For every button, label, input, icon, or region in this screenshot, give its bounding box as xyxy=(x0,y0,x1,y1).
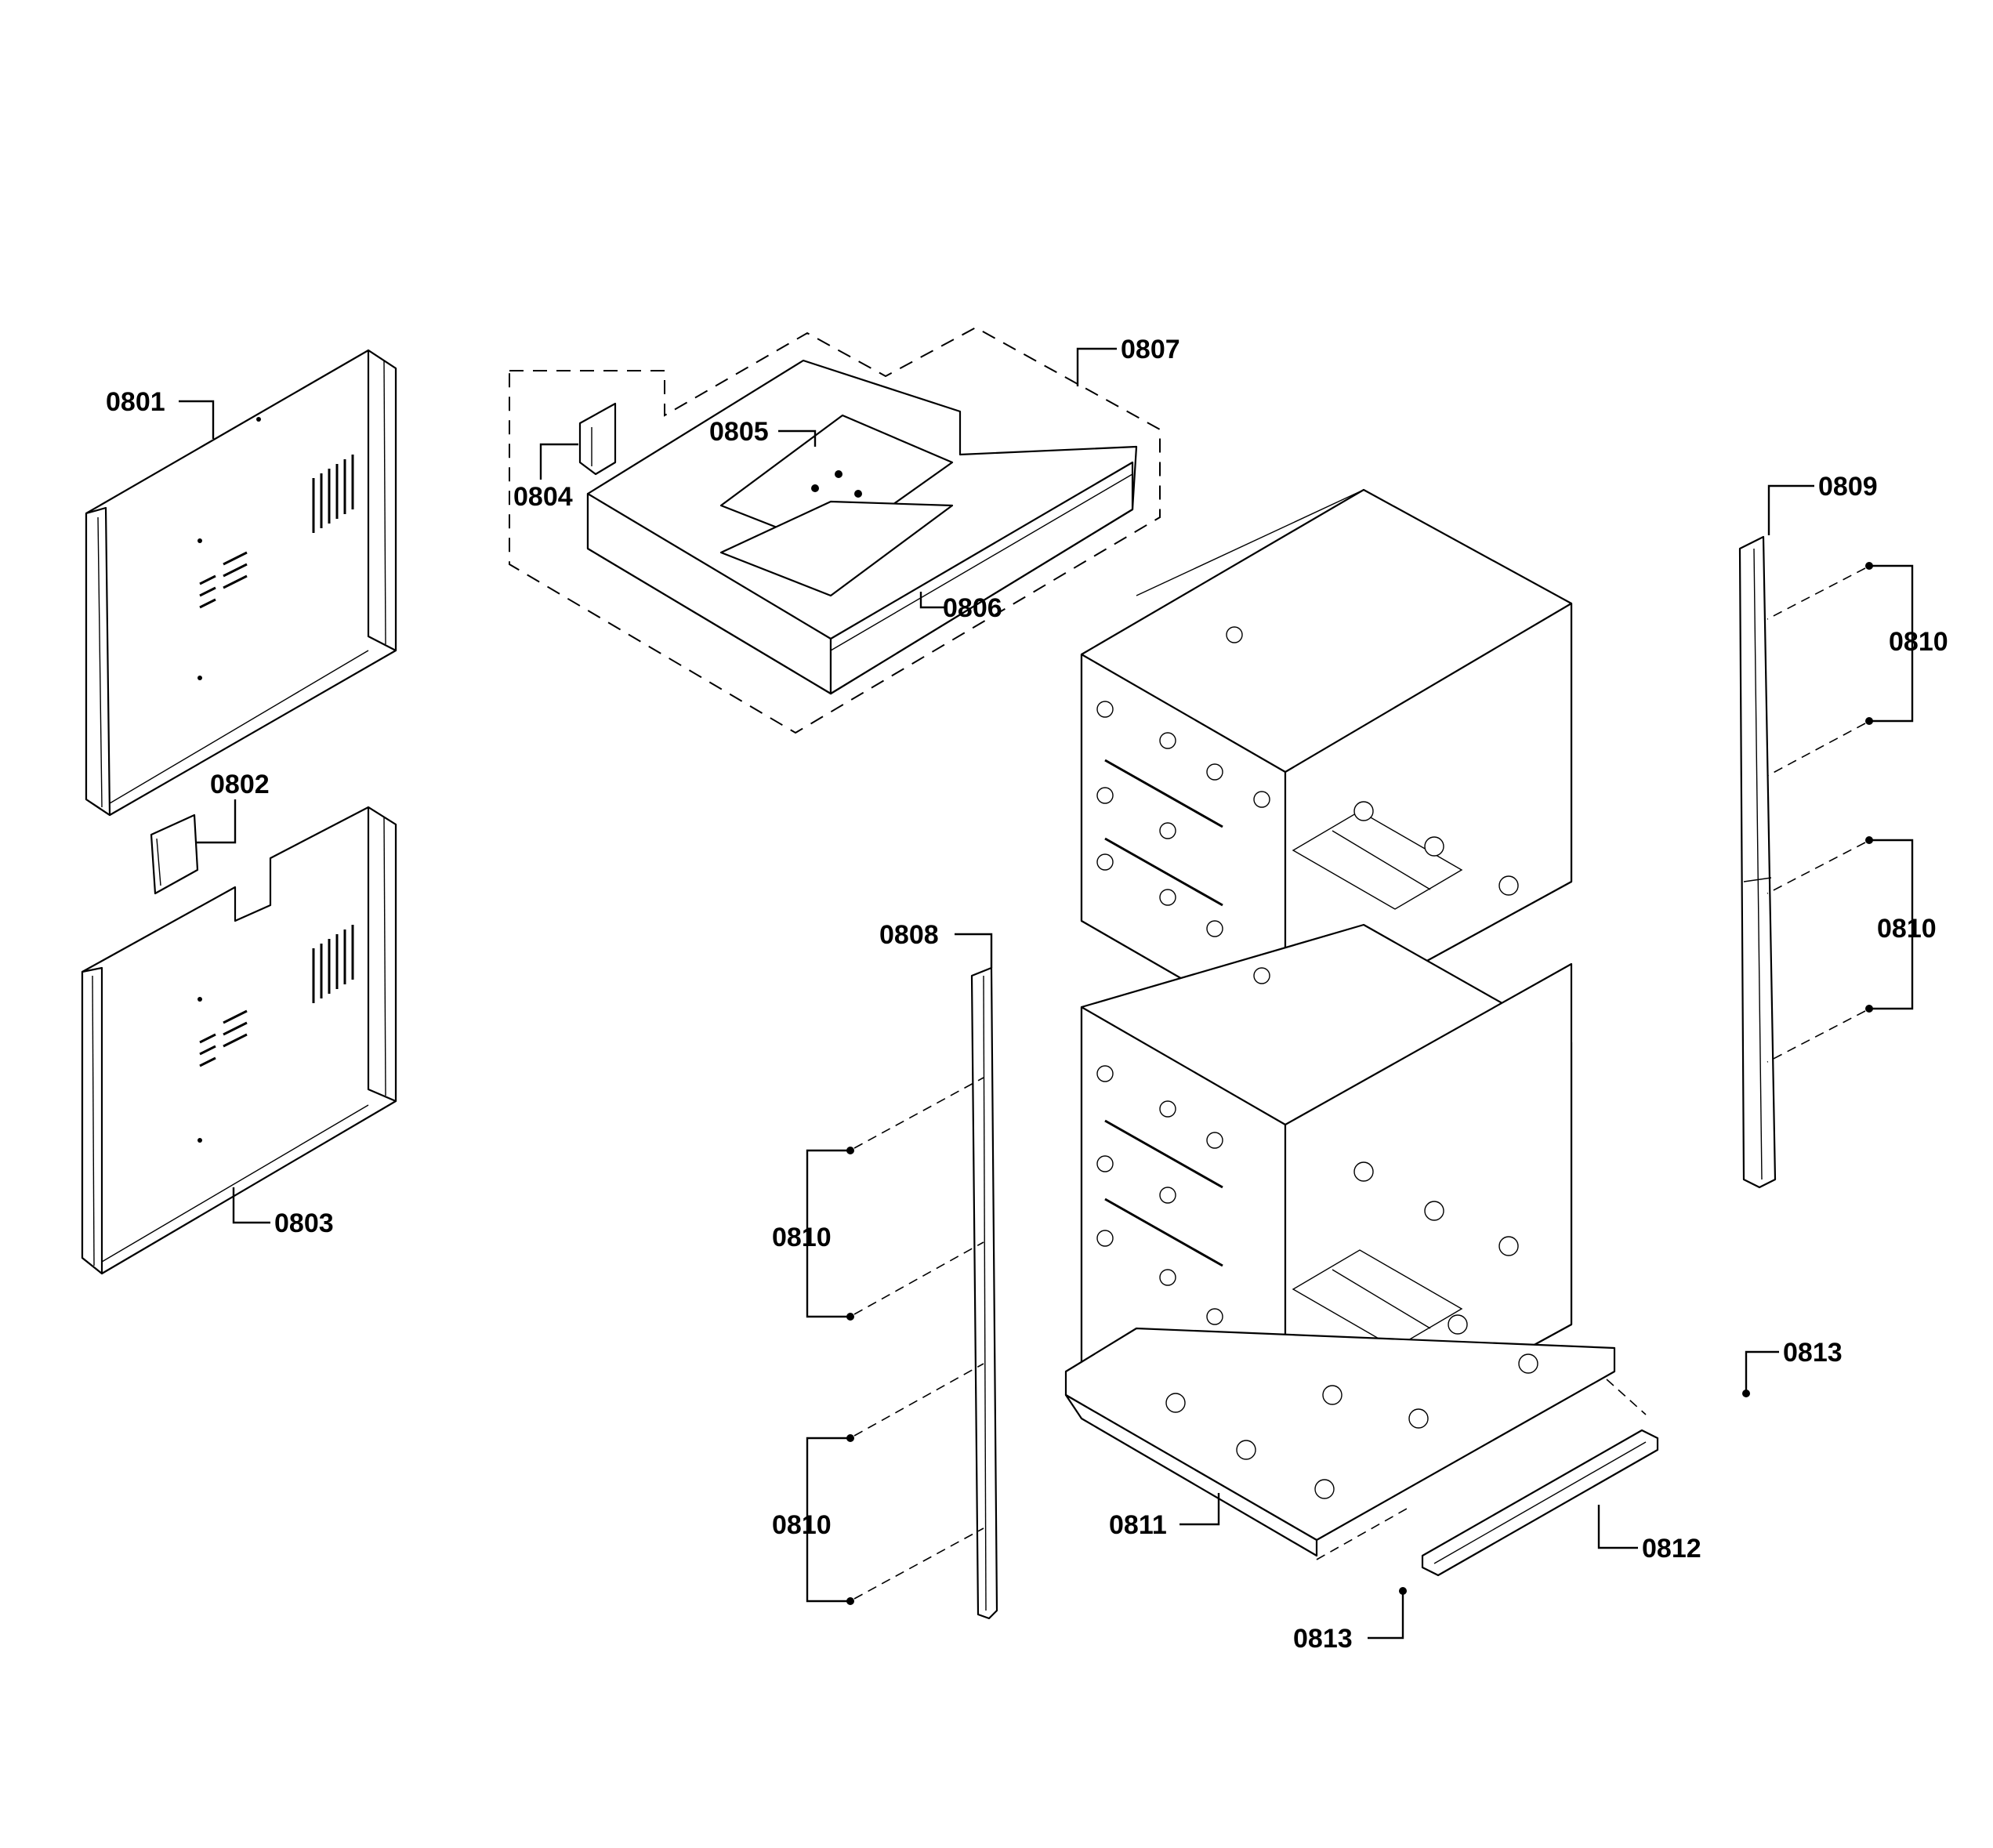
vent-slots-upper-right xyxy=(312,455,354,533)
label-0802: 0802 xyxy=(210,770,270,799)
label-0808: 0808 xyxy=(879,920,939,950)
vent-slots-lower-right xyxy=(312,925,354,1003)
part-0805-plate xyxy=(719,414,954,597)
part-0809-right-vertical-rail xyxy=(1738,535,1777,1189)
label-0812: 0812 xyxy=(1642,1534,1701,1564)
label-0813-top: 0813 xyxy=(1783,1338,1843,1368)
screws-0810-right xyxy=(1767,562,1873,1063)
leader-0808 xyxy=(955,933,993,968)
label-0811: 0811 xyxy=(1109,1510,1167,1540)
part-0804-bracket xyxy=(578,402,617,476)
part-0811-base-tray xyxy=(1064,1314,1616,1557)
leader-0810-left-lower xyxy=(806,1437,850,1603)
leader-0801 xyxy=(179,400,215,439)
label-0807: 0807 xyxy=(1121,335,1180,364)
label-0813-bottom: 0813 xyxy=(1293,1624,1353,1654)
leader-0811 xyxy=(1179,1493,1220,1526)
label-0803: 0803 xyxy=(274,1208,334,1238)
label-0810-right-upper: 0810 xyxy=(1889,627,1948,657)
label-0809: 0809 xyxy=(1818,472,1878,502)
leader-0804 xyxy=(539,443,578,480)
leader-0802 xyxy=(196,799,237,844)
vent-slots-upper-center xyxy=(199,551,248,609)
label-0810-right-lower: 0810 xyxy=(1877,914,1937,944)
label-0810-left-upper: 0810 xyxy=(772,1223,832,1252)
leader-0810-right-lower xyxy=(1869,839,1914,1010)
leader-0813-right xyxy=(1745,1350,1779,1393)
part-0801-upper-side-panel xyxy=(85,349,397,817)
part-0803-lower-side-panel xyxy=(81,806,397,1275)
leader-0810-left-upper xyxy=(806,1149,850,1318)
part-0808-left-vertical-rail xyxy=(970,966,998,1620)
part-0802-small-bracket xyxy=(150,813,199,895)
label-0810-left-lower: 0810 xyxy=(772,1510,832,1540)
leader-0809 xyxy=(1767,484,1814,535)
leader-0805 xyxy=(778,429,817,447)
leader-0807 xyxy=(1076,347,1117,386)
label-0806: 0806 xyxy=(943,593,1002,623)
leader-0810-right-upper xyxy=(1869,564,1914,723)
leader-0806 xyxy=(919,592,944,609)
screws-0810-left xyxy=(846,1077,984,1605)
vent-slots-lower-center xyxy=(199,1009,248,1067)
leader-0803 xyxy=(232,1187,270,1224)
label-0805: 0805 xyxy=(709,417,769,447)
leader-0813-left xyxy=(1368,1591,1404,1640)
label-0804: 0804 xyxy=(513,482,573,512)
label-0801: 0801 xyxy=(106,387,165,417)
part-0812-front-trim-rail xyxy=(1316,1379,1659,1577)
leader-0812 xyxy=(1597,1505,1638,1549)
